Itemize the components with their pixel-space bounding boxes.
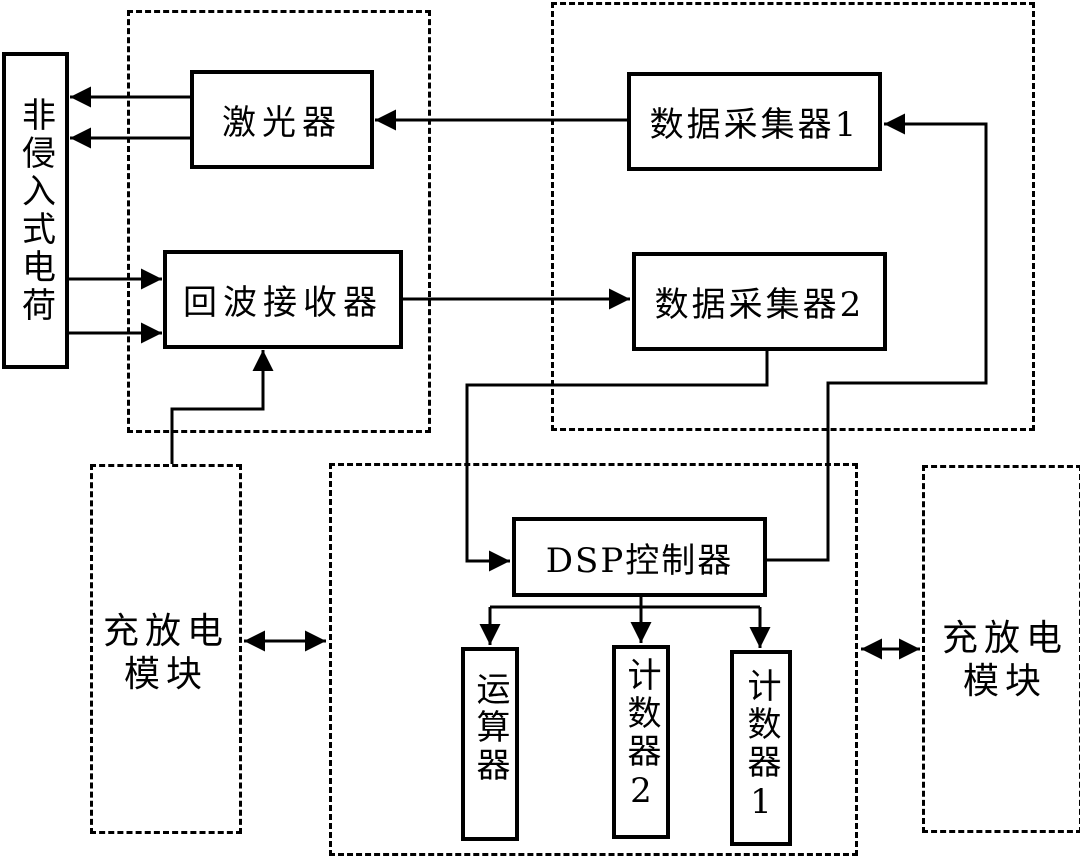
charge-module-left-line2: 模块 <box>123 654 208 696</box>
data-collector-2-label: 数据采集器2 <box>654 285 865 325</box>
data-collector-2-block: 数据采集器2 <box>632 252 887 351</box>
charge-module-left <box>90 464 242 834</box>
non-invasive-charge-block: 非侵入式电荷 <box>2 52 69 369</box>
laser-block: 激光器 <box>190 70 374 169</box>
echo-receiver-label: 回波接收器 <box>183 283 383 323</box>
alu-label: 运算器 <box>470 671 510 785</box>
non-invasive-charge-label: 非侵入式电荷 <box>15 96 56 325</box>
collector-group <box>551 2 1035 431</box>
data-collector-1-label: 数据采集器1 <box>649 105 860 145</box>
collector2-to-dsp-arrow <box>465 350 769 572</box>
data-collector-1-block: 数据采集器1 <box>627 72 882 171</box>
echo-receiver-block: 回波接收器 <box>163 250 403 349</box>
charge-module-right-line2: 模块 <box>962 661 1047 703</box>
module-to-receiver-arrow <box>170 350 274 464</box>
dsp-group <box>329 463 858 856</box>
counter-2-label: 计数器2 <box>621 657 661 815</box>
charge-module-right-label: 充放电 模块 <box>930 617 1080 703</box>
charge-module-right-line1: 充放电 <box>941 618 1068 659</box>
dsp-controller-label: DSP控制器 <box>545 540 734 581</box>
laser-label: 激光器 <box>222 103 342 143</box>
counter-1-block: 计数器1 <box>730 650 792 846</box>
alu-block: 运算器 <box>461 647 519 841</box>
dsp-controller-block: DSP控制器 <box>512 517 767 597</box>
dsp-to-collector1-arrow <box>766 113 988 562</box>
charge-module-left-line1: 充放电 <box>102 611 229 652</box>
counter-2-block: 计数器2 <box>612 645 670 839</box>
charge-module-left-label: 充放电 模块 <box>90 610 242 696</box>
counter-1-label: 计数器1 <box>741 668 781 826</box>
optical-group <box>127 10 431 433</box>
